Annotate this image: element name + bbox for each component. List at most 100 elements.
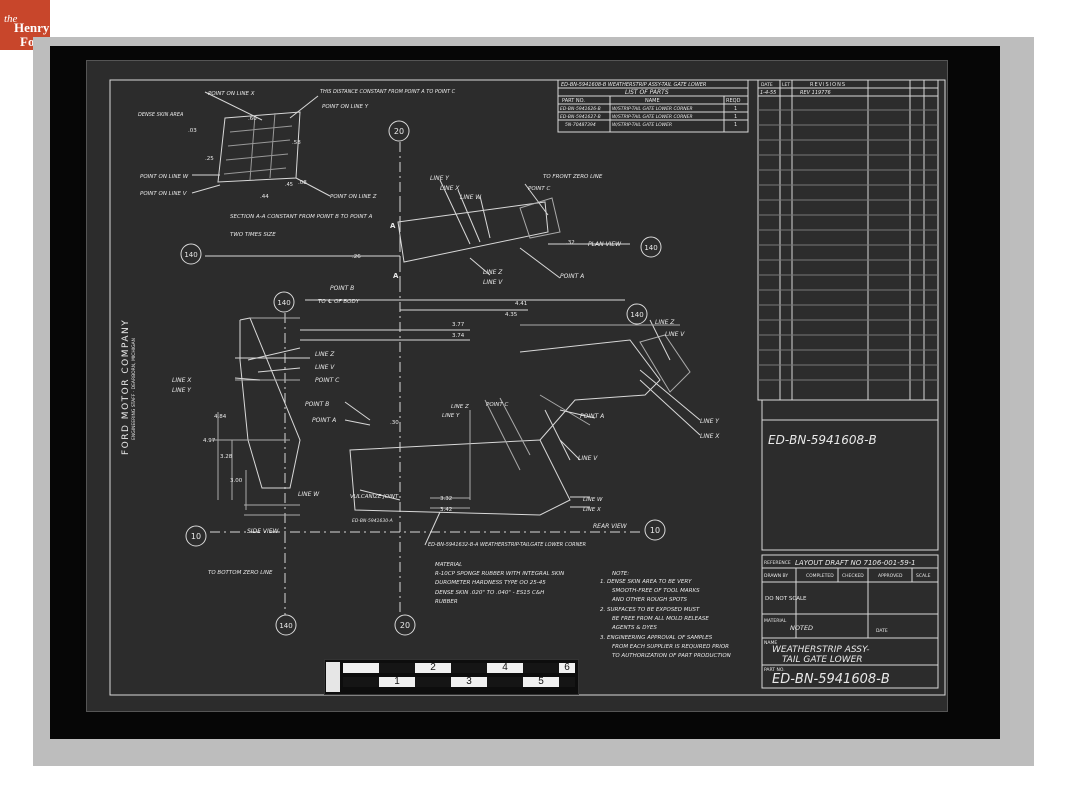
dim: 4.84 (214, 414, 227, 420)
label-line-y-rear: LINE Y (442, 413, 460, 419)
company-staff: ENGINEERING STAFF · DEARBORN, MICHIGAN (131, 338, 137, 440)
label-point-b-plan: POINT B (330, 285, 354, 292)
callout-num: 20 (400, 621, 410, 630)
label-point-on-line-w: POINT ON LINE W (140, 174, 189, 180)
revisions-title: REVISIONS (810, 82, 846, 88)
callout-circle-20-top (388, 120, 410, 142)
label-point-b-side: POINT B (305, 401, 329, 408)
revisions-col-date: DATE (761, 82, 773, 88)
card-square (559, 677, 575, 687)
dim: 3.00 (230, 478, 243, 484)
label-line-v-rear: LINE V (578, 455, 598, 462)
label-side-view: SIDE VIEW (247, 528, 280, 535)
parts-row-name: W/STRIP-TAIL GATE LOWER CORNER (612, 114, 693, 120)
dim: .26 (352, 254, 361, 260)
material-line-3: R-10CP SPONGE RUBBER WITH INTEGRAL SKIN (435, 571, 564, 577)
card-square-1: 1 (379, 677, 415, 687)
dim: .45 (285, 182, 293, 188)
card-square-3: 3 (451, 677, 487, 687)
company-name: FORD MOTOR COMPANY (121, 319, 131, 455)
parts-col-reqd: REQD (726, 98, 741, 104)
label-point-a-rear: POINT A (580, 413, 604, 420)
drawing-number-side: ED-BN-5941608-B (768, 433, 877, 447)
blueprint-sheet (86, 60, 948, 712)
dim: 3.28 (220, 454, 233, 460)
callout-num: 140 (184, 251, 197, 259)
material-line-4: DUROMETER HARDNESS TYPE OO 25-45 (435, 580, 546, 586)
tb-scale: SCALE (916, 573, 931, 579)
label-part-ref: ED-BN-5941630-A (352, 518, 393, 524)
logo-line-2: Henry (14, 20, 50, 35)
note-1c: AND OTHER ROUGH SPOTS (611, 597, 688, 603)
section-mark-a-top: A (390, 222, 396, 230)
tb-do-not-scale: DO NOT SCALE (765, 596, 807, 602)
dim: .32 (566, 240, 575, 246)
label-vulcanize-joint: VULCANIZE JOINT (350, 494, 399, 500)
label-section-aa: SECTION A-A CONSTANT FROM POINT B TO POI… (230, 214, 373, 220)
tb-approved: APPROVED (878, 573, 903, 579)
tb-material-label: MATERIAL (764, 618, 787, 624)
lower-revisions-area (761, 399, 939, 551)
logo-line-1: the (4, 13, 18, 25)
note-1b: SMOOTH-FREE OF TOOL MARKS (612, 588, 700, 594)
parts-row-part: ED-BN-5941627-B (560, 114, 601, 120)
note-3a: 3. ENGINEERING APPROVAL OF SAMPLES (600, 635, 713, 641)
label-point-on-line-x: POINT ON LINE X (208, 91, 255, 97)
material-line-1: ED-BN-5941632-B-A WEATHERSTRIP-TAILGATE … (428, 542, 586, 548)
label-line-w-rear: LINE W (583, 497, 603, 503)
side-view-outline (239, 317, 301, 489)
dim: .60 (248, 116, 257, 122)
section-aa-outline (217, 111, 301, 183)
section-mark-a-bottom: A (393, 272, 399, 280)
label-line-v-plan: LINE V (483, 279, 503, 286)
revision-date: 1-4-55 (760, 90, 776, 96)
parts-row-name: W/STRIP-TAIL GATE LOWER (612, 122, 672, 128)
tb-noted: NOTED (790, 624, 813, 632)
dim: .30 (390, 420, 399, 426)
card-square-6: 6 (559, 663, 575, 673)
parts-row-qty: 1 (734, 122, 737, 128)
label-point-c-side: POINT C (315, 377, 340, 384)
label-dense-skin-area: DENSE SKIN AREA (138, 112, 184, 118)
callout-num: 140 (630, 311, 643, 319)
parts-row-name: W/STRIP-TAIL GATE LOWER CORNER (612, 106, 693, 112)
tb-part-name-1: WEATHERSTRIP ASSY- (772, 645, 869, 655)
callout-num: 140 (644, 244, 657, 252)
dim: .03 (188, 128, 197, 134)
label-plan-view: PLAN VIEW (588, 241, 622, 248)
label-distance-note: THIS DISTANCE CONSTANT FROM POINT A TO P… (320, 89, 456, 95)
callout-circle-140-plan (640, 236, 662, 258)
dim: 4.41 (515, 301, 527, 307)
dim: .44 (260, 194, 269, 200)
card-side-label (326, 662, 340, 692)
revision-entry: REV 119776 (800, 90, 831, 96)
notes-title: NOTE: (612, 571, 629, 577)
tb-part-name-2: TAIL GATE LOWER (782, 655, 863, 665)
callout-num: 10 (650, 526, 660, 535)
tb-reference-label: REFERENCE (764, 560, 791, 566)
label-rear-view: REAR VIEW (593, 523, 628, 530)
label-line-w-plan: LINE W (460, 194, 482, 201)
label-point-on-line-y: POINT ON LINE Y (322, 104, 369, 110)
tb-checked: CHECKED (842, 573, 864, 579)
label-point-c-plan: POINT C (528, 186, 550, 192)
callout-circle-140-rear (626, 303, 648, 325)
dim: 3.42 (440, 507, 452, 513)
card-square (523, 663, 559, 673)
tb-name-label: NAME (764, 640, 777, 646)
note-3b: FROM EACH SUPPLIER IS REQUIRED PRIOR (612, 644, 729, 650)
label-two-times-size: TWO TIMES SIZE (230, 232, 276, 238)
scale-reference-card: 2 4 6 1 3 5 (324, 659, 579, 695)
callout-circle-20-bottom (394, 614, 416, 636)
tb-layout: LAYOUT DRAFT NO 7106-001-59-1 (795, 559, 916, 567)
parts-list-table (557, 79, 749, 133)
parts-list-header: ED-BN-5941608-B WEATHERSTRIP ASSY-TAIL G… (561, 82, 706, 88)
callout-num: 20 (394, 127, 404, 136)
dim: 4.35 (505, 312, 518, 318)
label-line-x-plan: LINE X (440, 185, 460, 192)
card-square-5: 5 (523, 677, 559, 687)
drawing-border (109, 79, 946, 696)
label-line-z-far: LINE Z (655, 319, 675, 326)
label-line-v-side: LINE V (315, 364, 335, 371)
card-square (415, 677, 451, 687)
